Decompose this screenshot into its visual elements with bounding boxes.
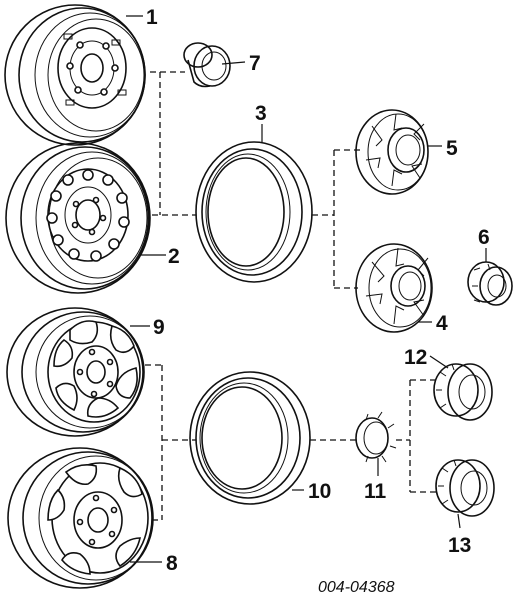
part-5-hub-cap bbox=[355, 109, 429, 195]
leader-lines bbox=[126, 15, 487, 563]
callout-6: 6 bbox=[478, 226, 490, 249]
part-13-center-cap bbox=[435, 459, 495, 517]
wheel-9-styled-wheel bbox=[6, 307, 145, 437]
part-11-retainer bbox=[355, 411, 397, 463]
callout-11: 11 bbox=[364, 480, 387, 503]
callout-13: 13 bbox=[448, 534, 471, 557]
callout-8: 8 bbox=[166, 552, 178, 575]
callout-12: 12 bbox=[404, 346, 427, 369]
wheel-8-styled-wheel bbox=[7, 447, 154, 589]
wheel-1-steel-wheel bbox=[4, 4, 146, 146]
diagram-code: 004-04368 bbox=[318, 579, 395, 596]
callout-10: 10 bbox=[308, 480, 331, 503]
callout-2: 2 bbox=[168, 245, 180, 268]
part-3-trim-ring bbox=[195, 141, 313, 283]
callout-5: 5 bbox=[446, 137, 458, 160]
callout-4: 4 bbox=[436, 312, 448, 335]
callout-3: 3 bbox=[255, 102, 267, 125]
callout-1: 1 bbox=[146, 6, 158, 29]
callout-7: 7 bbox=[249, 52, 261, 75]
callout-numbers: 1 2 3 4 5 6 7 8 9 10 11 12 13 bbox=[146, 6, 490, 575]
part-6-center-cap bbox=[467, 261, 513, 306]
part-10-trim-ring bbox=[189, 371, 311, 505]
part-7-center-cap bbox=[183, 42, 231, 88]
part-4-hub-cap bbox=[355, 243, 433, 333]
wheel-2-steel-wheel bbox=[5, 142, 151, 294]
dashed-connectors bbox=[145, 71, 436, 521]
callout-9: 9 bbox=[153, 316, 165, 339]
part-12-center-cap bbox=[433, 363, 493, 421]
